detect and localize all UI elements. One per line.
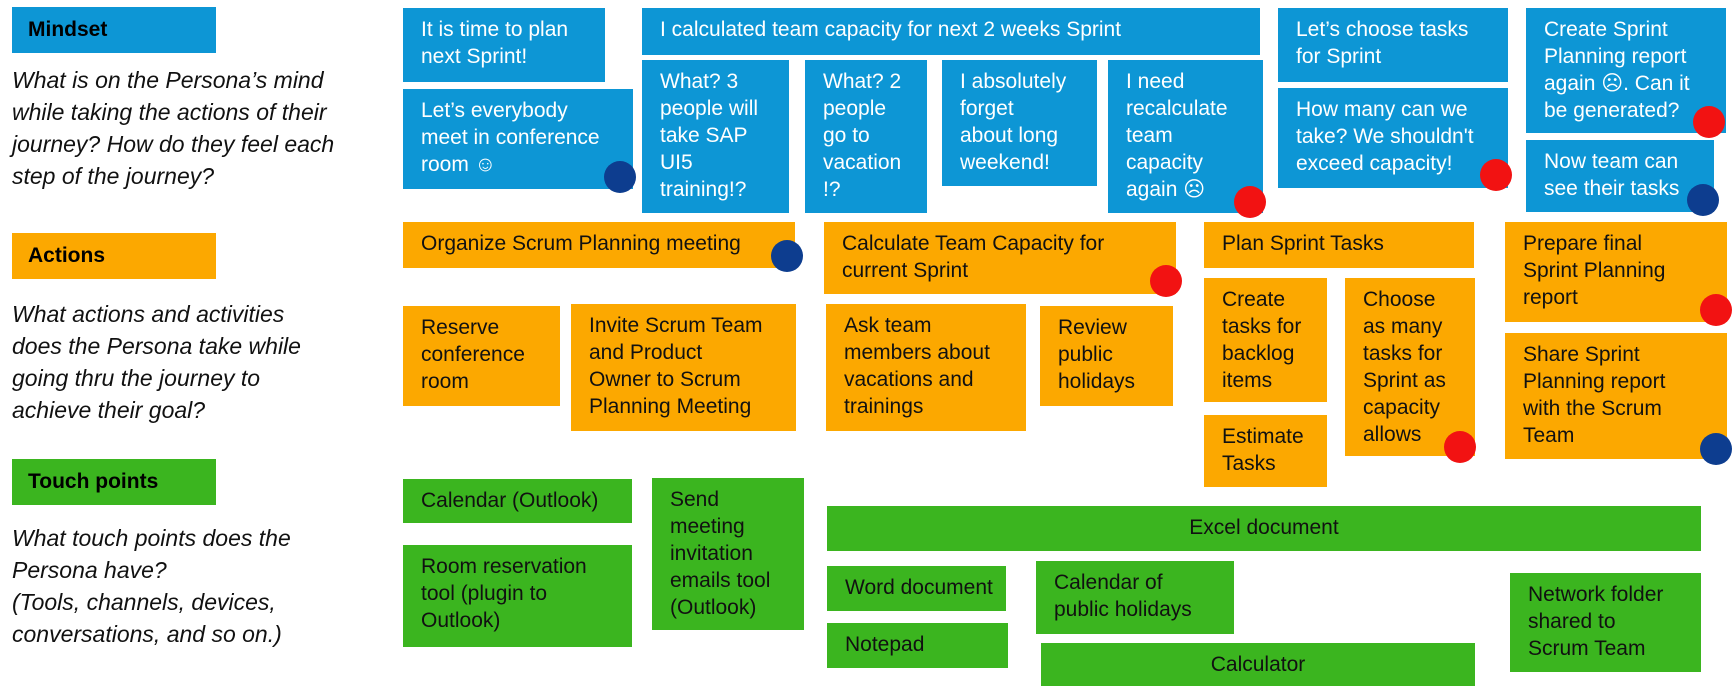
pain-point-dot <box>1693 106 1725 138</box>
touchpoint-note-calendar-outlook: Calendar (Outlook) <box>403 479 632 523</box>
action-note-organize: Organize Scrum Planning meeting <box>403 222 795 268</box>
actions-question: What actions and activities does the Per… <box>12 301 301 423</box>
touchpoint-note-calculator: Calculator <box>1041 643 1475 686</box>
action-note-reserve: Reserve conference room <box>403 306 560 406</box>
positive-dot <box>1687 184 1719 216</box>
mindset-note-report-again: Create Sprint Planning report again ☹. C… <box>1526 8 1726 133</box>
mindset-note-recalculate: I need recalculate team capacity again ☹ <box>1108 60 1263 213</box>
mindset-note-choose-tasks: Let’s choose tasks for Sprint <box>1278 8 1508 82</box>
touchpoint-note-room-tool: Room reservation tool (plugin to Outlook… <box>403 545 632 647</box>
pain-point-dot <box>1150 265 1182 297</box>
mindset-note-see-tasks: Now team can see their tasks <box>1526 140 1714 212</box>
actions-label: Actions <box>12 233 216 279</box>
mindset-note-long-weekend: I absolutely forget about long weekend! <box>942 60 1097 186</box>
positive-dot <box>1700 433 1732 465</box>
mindset-label: Mindset <box>12 7 216 53</box>
action-note-ask-team: Ask team members about vacations and tra… <box>826 304 1026 431</box>
positive-dot <box>771 240 803 272</box>
action-note-calculate: Calculate Team Capacity for current Spri… <box>824 222 1176 294</box>
action-note-review: Review public holidays <box>1040 306 1173 406</box>
touchpoint-note-send-invitations: Send meeting invitation emails tool (Out… <box>652 478 804 630</box>
pain-point-dot <box>1480 159 1512 191</box>
mindset-note-calculated-capacity: I calculated team capacity for next 2 we… <box>642 8 1260 55</box>
action-note-prepare-report: Prepare final Sprint Planning report <box>1505 222 1727 322</box>
touchpoints-label: Touch points <box>12 459 216 505</box>
action-note-estimate: Estimate Tasks <box>1204 415 1327 487</box>
touchpoint-note-notepad: Notepad <box>827 623 1008 668</box>
touchpoints-question: What touch points does the Persona have?… <box>12 525 291 647</box>
action-note-plan-tasks: Plan Sprint Tasks <box>1204 222 1474 268</box>
mindset-note-meet-room: Let’s everybody meet in conference room … <box>403 89 633 189</box>
positive-dot <box>604 161 636 193</box>
mindset-note-how-many: How many can we take? We shouldn't excee… <box>1278 88 1508 188</box>
pain-point-dot <box>1444 431 1476 463</box>
pain-point-dot <box>1700 294 1732 326</box>
mindset-note-plan-next: It is time to plan next Sprint! <box>403 8 605 82</box>
action-note-choose-many: Choose as many tasks for Sprint as capac… <box>1345 278 1475 456</box>
touchpoint-note-network-folder: Network folder shared to Scrum Team <box>1510 573 1701 672</box>
mindset-question: What is on the Persona’s mind while taki… <box>12 67 335 189</box>
action-note-create-tasks: Create tasks for backlog items <box>1204 278 1327 402</box>
touchpoint-note-word: Word document <box>827 566 1006 611</box>
action-note-share-report: Share Sprint Planning report with the Sc… <box>1505 333 1727 459</box>
touchpoint-note-excel: Excel document <box>827 506 1701 551</box>
touchpoint-note-public-calendar: Calendar of public holidays <box>1036 561 1234 634</box>
mindset-note-sap-training: What? 3 people will take SAP UI5 trainin… <box>642 60 789 213</box>
mindset-note-vacation: What? 2 people go to vacation !? <box>805 60 927 213</box>
action-note-invite: Invite Scrum Team and Product Owner to S… <box>571 304 796 431</box>
pain-point-dot <box>1234 186 1266 218</box>
